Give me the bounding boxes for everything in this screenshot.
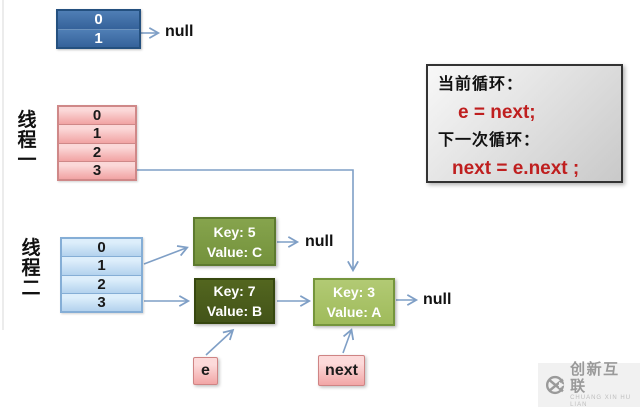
node-key-text: Key: 5 (213, 223, 256, 240)
code-panel: 当前循环： e = next; 下一次循环： next = e.next ; (426, 64, 623, 183)
table-row: 1 (59, 124, 135, 143)
thread1-hash-table: 0 1 2 3 (57, 105, 137, 181)
arrow-e-key7 (205, 328, 235, 356)
node-key5: Key: 5 Value: C (193, 217, 276, 266)
arrow-next-key3 (342, 328, 355, 354)
node-value-text: Value: A (326, 304, 382, 320)
thread2-hash-table: 0 1 2 3 (60, 237, 143, 313)
node-key-text: Key: 7 (213, 283, 256, 299)
node-key7: Key: 7 Value: B (194, 278, 275, 324)
thread2-label: 线程二 (21, 238, 41, 299)
table-row: 1 (58, 28, 139, 47)
pointer-next: next (318, 355, 365, 386)
code-line-next-enext: next = e.next ; (452, 158, 580, 179)
arrow-thread1-row3-key3 (137, 169, 359, 273)
top-hash-table: 0 1 (56, 9, 141, 49)
table-row: 2 (59, 142, 135, 161)
node-key-text: Key: 3 (332, 284, 376, 300)
table-row: 3 (62, 292, 141, 311)
arrow-thread2-row1-key5 (143, 245, 189, 265)
table-row: 2 (62, 274, 141, 293)
table-row: 1 (62, 256, 141, 275)
table-row: 0 (58, 11, 139, 29)
code-line-next-loop: 下一次循环： (438, 132, 541, 149)
table-row: 3 (59, 160, 135, 179)
table-row: 0 (59, 107, 135, 125)
watermark-logo-icon (545, 375, 565, 395)
thread1-label: 线程一 (17, 110, 37, 171)
node-value-text: Value: C (206, 243, 263, 260)
slide-edge-line (2, 0, 4, 330)
null-label-key5: null (305, 233, 334, 250)
table-row: 0 (62, 239, 141, 257)
watermark-subtitle: CHUANG XIN HU LIAN (570, 395, 632, 408)
code-line-e-next: e = next; (458, 102, 536, 123)
code-line-current-loop: 当前循环： (438, 76, 524, 93)
watermark: 创新互联 CHUANG XIN HU LIAN (538, 361, 640, 408)
node-key3: Key: 3 Value: A (313, 278, 395, 326)
null-label-top: null (165, 23, 194, 40)
pointer-e: e (193, 357, 218, 385)
null-label-key3: null (423, 291, 452, 308)
node-value-text: Value: B (206, 303, 263, 319)
watermark-title: 创新互联 (570, 361, 620, 395)
